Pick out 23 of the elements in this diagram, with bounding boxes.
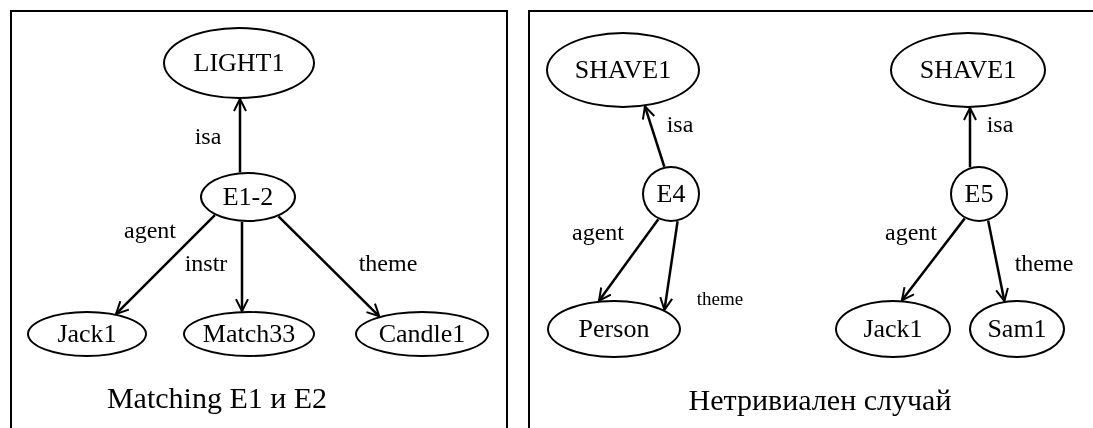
arrow: [963, 107, 977, 168]
ellipse-node: Candle1: [355, 311, 489, 357]
ellipse-node: Match33: [183, 311, 315, 357]
panel-caption: Нетривиален случай: [688, 385, 952, 415]
ellipse-node: E4: [642, 166, 700, 222]
ellipse-node: Jack1: [835, 300, 951, 358]
arrow: [598, 218, 660, 302]
ellipse-node: SHAVE1: [546, 32, 700, 108]
arrow: [641, 105, 666, 168]
ellipse-node: E1-2: [200, 172, 296, 222]
panel-caption: Matching E1 и E2: [106, 383, 328, 413]
arrow: [986, 220, 1009, 302]
arrow: [277, 215, 381, 318]
arrow: [235, 221, 249, 313]
ellipse-node: Person: [547, 300, 681, 358]
ellipse-node: E5: [950, 166, 1008, 222]
ellipse-node: Jack1: [27, 311, 147, 357]
arrow: [233, 98, 247, 173]
ellipse-node: Sam1: [969, 300, 1065, 358]
ellipse-node: LIGHT1: [163, 27, 315, 99]
arrow: [659, 221, 679, 311]
ellipse-node: SHAVE1: [890, 32, 1046, 108]
arrow: [900, 217, 966, 302]
